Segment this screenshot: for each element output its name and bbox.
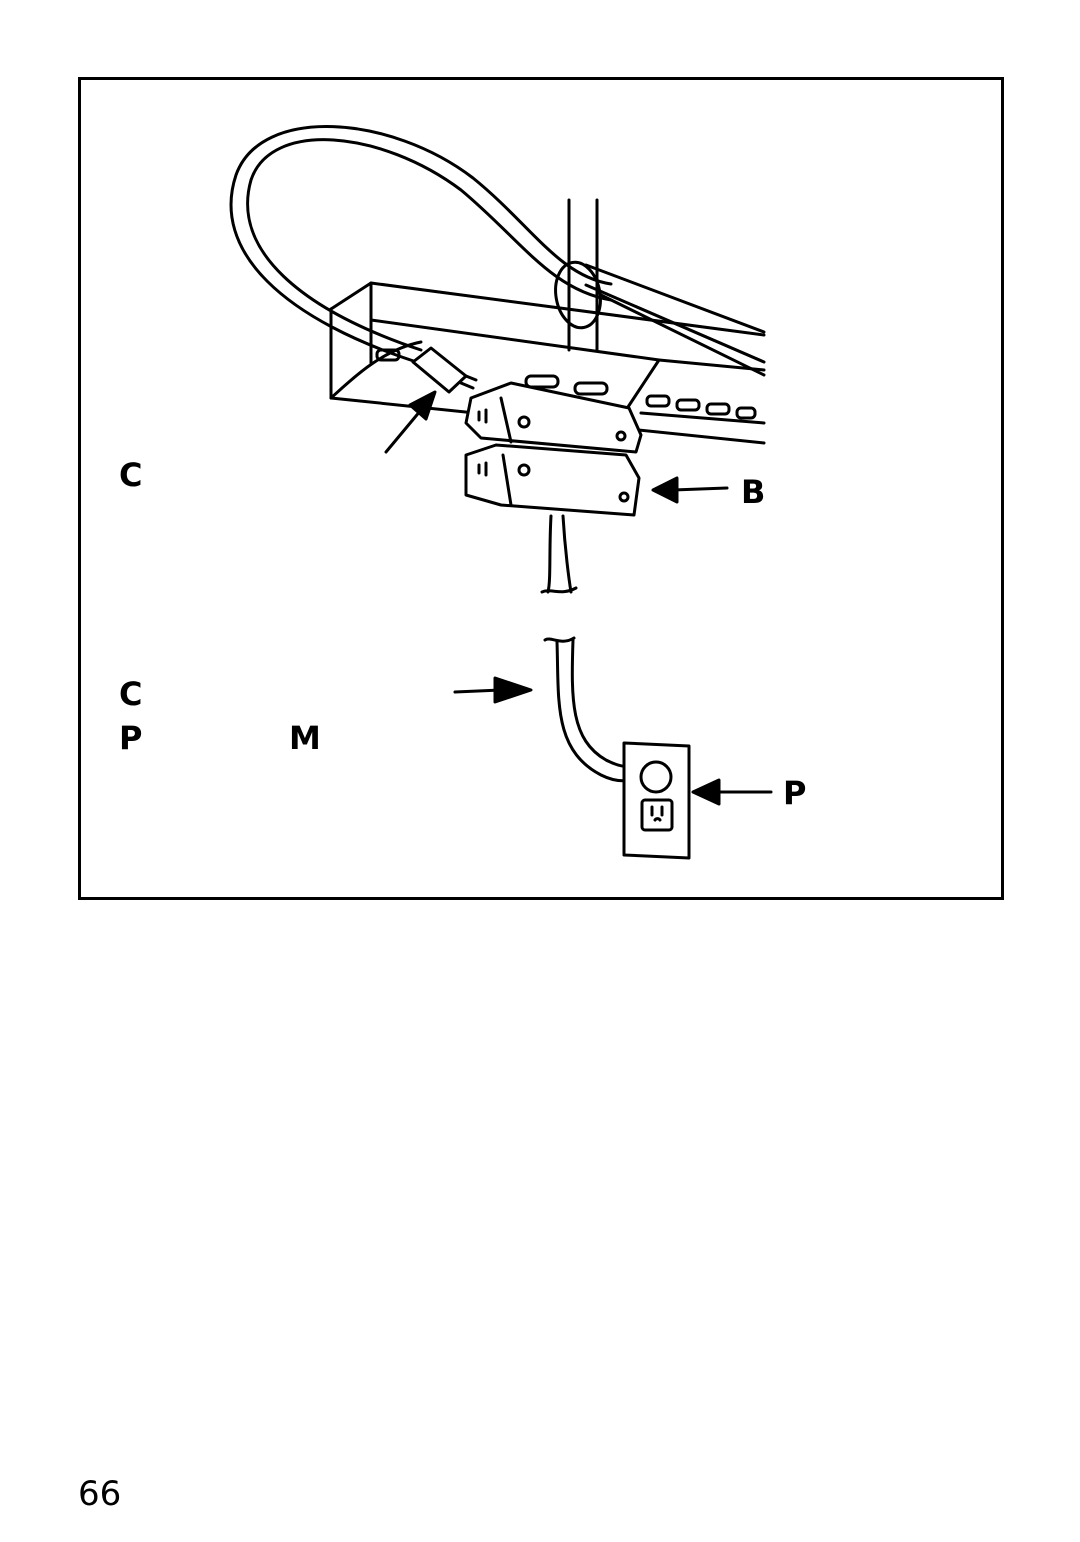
power-cord-upper	[540, 514, 578, 594]
label-b: B	[741, 473, 766, 511]
garage-door-opener-power-illustration	[229, 125, 773, 860]
label-c-mid: C	[119, 675, 143, 713]
arrow-to-outlet	[691, 778, 773, 806]
support-rod	[567, 198, 599, 352]
page-number: 66	[78, 1474, 122, 1514]
label-m: M	[289, 719, 321, 757]
wall-outlet	[622, 741, 691, 860]
opener-rail	[554, 260, 766, 377]
receptacle-box	[464, 381, 643, 517]
figure-frame: C B C P M P	[78, 77, 1004, 900]
power-cord-loop	[229, 125, 613, 367]
label-c-top: C	[119, 456, 143, 494]
arrow-to-cord	[453, 676, 533, 704]
arrow-to-receptacle	[651, 476, 729, 504]
label-p-left: P	[119, 719, 143, 757]
cord-plug	[411, 346, 478, 394]
label-p-right: P	[783, 774, 807, 812]
arrow-to-plug	[384, 390, 437, 454]
